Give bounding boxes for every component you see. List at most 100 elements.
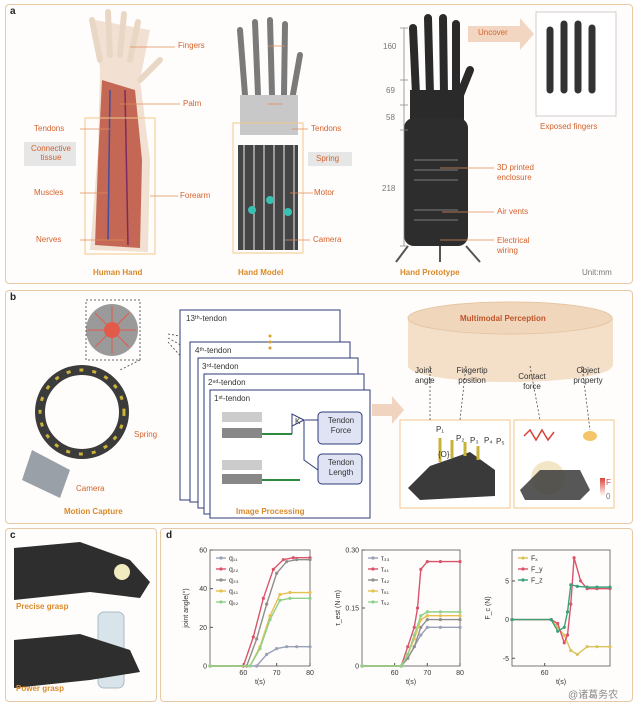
- chart-0-series-2-point-4: [275, 571, 279, 575]
- chart-0-series-0-point-3: [275, 647, 279, 651]
- panel-b-letter: b: [10, 292, 17, 303]
- chart-2-series-2-point-7: [585, 585, 589, 589]
- chart-0-legend-marker-4: [219, 600, 223, 604]
- chart-0-series-3-point-5: [288, 590, 292, 595]
- label-uncover: Uncover: [478, 28, 508, 37]
- chart-0-legend-label-4: q₅₂: [229, 600, 239, 607]
- label-nerves: Nerves: [36, 235, 62, 244]
- chart-1-xtick-label-2: 80: [456, 670, 464, 677]
- label-forearm: Forearm: [180, 191, 211, 200]
- chart-0-series-2-point-7: [308, 558, 312, 562]
- label-tendons-left: Tendons: [34, 124, 65, 133]
- chart-1-legend-marker-2: [371, 578, 375, 582]
- chart-2-xlabel: t(s): [556, 679, 566, 686]
- chart-1-series-0-point-5: [425, 625, 429, 629]
- chart-0-xtick-label-1: 70: [273, 670, 281, 677]
- label-motor: Motor: [314, 188, 335, 197]
- chart-0-legend-label-3: q₄₁: [229, 589, 239, 596]
- chart-1-series-3-point-6: [438, 614, 442, 618]
- chart-2-series-1-point-4: [565, 633, 570, 637]
- chart-0-legend-marker-3: [219, 589, 223, 593]
- chart-0-ytick-label-0: 0: [203, 664, 207, 671]
- chart-2-series-1-point-5: [569, 602, 573, 606]
- tendon-13: 13ᵗʰ-tendon: [186, 314, 227, 323]
- chart-2-frame: [511, 549, 611, 667]
- chart-2-series-0-line: [512, 618, 610, 656]
- chart-2-series-0-point-6: [585, 645, 589, 649]
- label-multimodal-perception: Multimodal Perception: [460, 314, 546, 323]
- chart-2-series-2-point-9: [608, 585, 612, 589]
- chart-1-series-3-point-7: [458, 614, 462, 618]
- chart-1-legend-marker-4: [371, 600, 375, 604]
- label-p3: P₃: [470, 436, 479, 445]
- label-exposed-fingers: Exposed fingers: [540, 122, 598, 131]
- chart-0-legend-label-1: q₂₂: [229, 567, 239, 574]
- chart-0-ytick-label-2: 40: [199, 586, 207, 593]
- b-label-spring: Spring: [134, 430, 158, 439]
- panel-c-art: [14, 542, 150, 689]
- human-arm-illustration: [89, 9, 163, 252]
- panel-d: [160, 528, 633, 702]
- chart-2-series-2-point-1: [549, 618, 553, 622]
- chart-1-legend-label-0: τ₃₃: [381, 556, 390, 563]
- chart-0-series-4-point-2: [258, 647, 262, 651]
- tendon-1: 1ˢᵗ-tendon: [214, 394, 251, 403]
- chart-0-series-3-point-6: [308, 590, 312, 595]
- chart-1-series-2-point-3: [412, 645, 416, 649]
- chart-1-legend-marker-1: [371, 567, 375, 571]
- chart-2-series-2-point-4: [565, 610, 570, 614]
- label-fingertip-position: Fingertip position: [456, 366, 488, 385]
- label-fingers: Fingers: [178, 41, 205, 50]
- chart-0-xlabel: t(s): [255, 679, 265, 686]
- panel-b-art: [22, 299, 615, 519]
- chart-1-series-4-point-5: [425, 610, 429, 614]
- chart-0-series-2-point-5: [285, 560, 289, 564]
- chart-1-xtick-label-0: 60: [391, 670, 399, 677]
- chart-0-series-0-point-1: [255, 664, 259, 668]
- chart-0-series-0-point-4: [285, 645, 289, 649]
- panel-a-letter: a: [10, 6, 16, 17]
- chart-1-frame: [361, 549, 461, 667]
- label-palm: Palm: [183, 99, 202, 108]
- label-air-vents: Air vents: [497, 207, 529, 216]
- chart-1-series-2-point-4: [419, 625, 423, 629]
- b-label-camera: Camera: [76, 484, 105, 493]
- chart-1-series-0-point-4: [419, 633, 423, 637]
- chart-2-series-0-point-8: [608, 645, 612, 649]
- chart-2-ytick-label-1: 0: [505, 617, 509, 624]
- chart-1-xlabel: t(s): [406, 679, 416, 686]
- chart-2-series-1-point-2: [556, 621, 560, 626]
- chart-2-series-2-point-0: [510, 618, 514, 622]
- label-joint-angle: Joint angle: [415, 366, 435, 385]
- dim-218: 218: [382, 184, 396, 193]
- chart-2-series-2-point-6: [575, 584, 579, 588]
- chart-1-legend-label-4: τ₅₂: [381, 600, 390, 607]
- chart-2-legend-marker-1: [521, 567, 525, 571]
- chart-1-series-2-point-7: [458, 618, 462, 622]
- label-p5: P₅: [496, 437, 505, 446]
- tendon-3: 3ʳᵈ-tendon: [202, 362, 239, 371]
- chart-1-xtick-label-1: 70: [423, 670, 431, 677]
- chart-1-series-2-point-6: [438, 618, 442, 622]
- chart-1-series-1-point-6: [425, 560, 429, 564]
- chart-1-series-4-point-0: [360, 664, 364, 668]
- panel-a-art: [24, 9, 617, 263]
- tendon-4: 4ᵗʰ-tendon: [195, 346, 232, 355]
- chart-2-series-0-point-5: [575, 652, 579, 657]
- chart-1-series-1-point-5: [419, 567, 423, 571]
- chart-1-series-3-line: [362, 615, 460, 667]
- chart-0-series-3-point-4: [278, 592, 282, 597]
- chart-1-series-1-point-2: [406, 645, 410, 649]
- chart-2-ytick-label-2: 5: [505, 578, 509, 585]
- caption-hand-model: Hand Model: [238, 268, 284, 277]
- chart-2-legend-marker-2: [521, 578, 525, 582]
- hand-prototype-illustration: [395, 14, 481, 263]
- chart-1-ylabel: τ_est (N·m): [335, 590, 342, 626]
- label-o-frame: {O}: [438, 450, 450, 459]
- chart-0-ytick-label-3: 60: [199, 548, 207, 555]
- chart-1-series-4-point-7: [458, 610, 462, 614]
- chart-1-legend-marker-0: [371, 556, 375, 560]
- tendon-2: 2ⁿᵈ-tendon: [208, 378, 246, 387]
